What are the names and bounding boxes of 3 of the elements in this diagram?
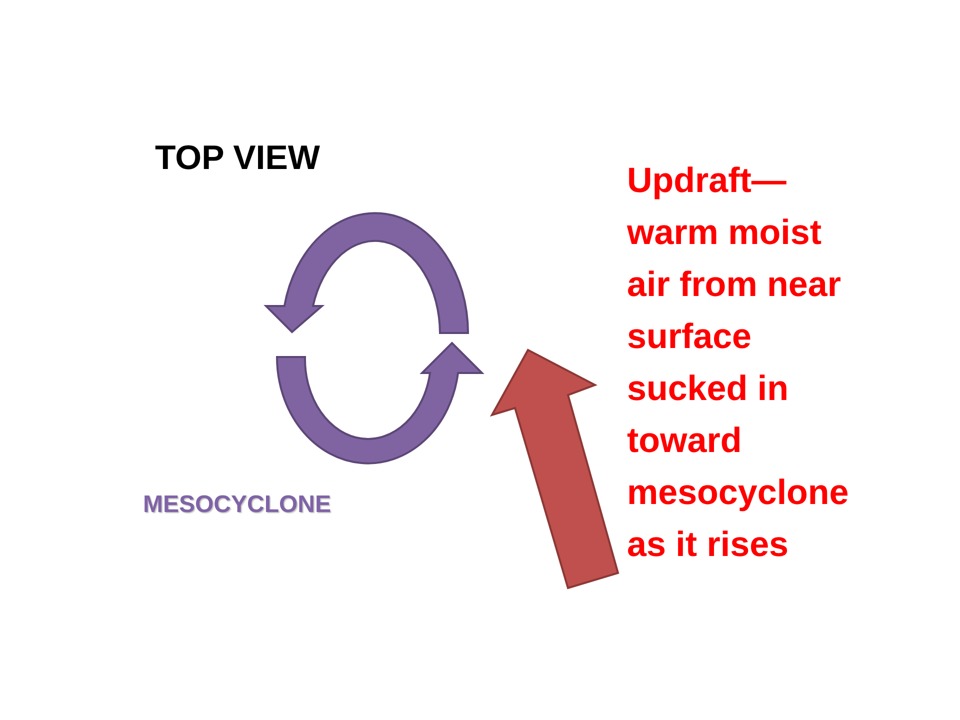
view-title: TOP VIEW: [155, 138, 320, 178]
annotation-text: Updraft—warm moist air from near surface sucked in toward mesocyclone as it rises: [627, 160, 850, 566]
part-label: MESOCYCLONE: [143, 490, 332, 520]
